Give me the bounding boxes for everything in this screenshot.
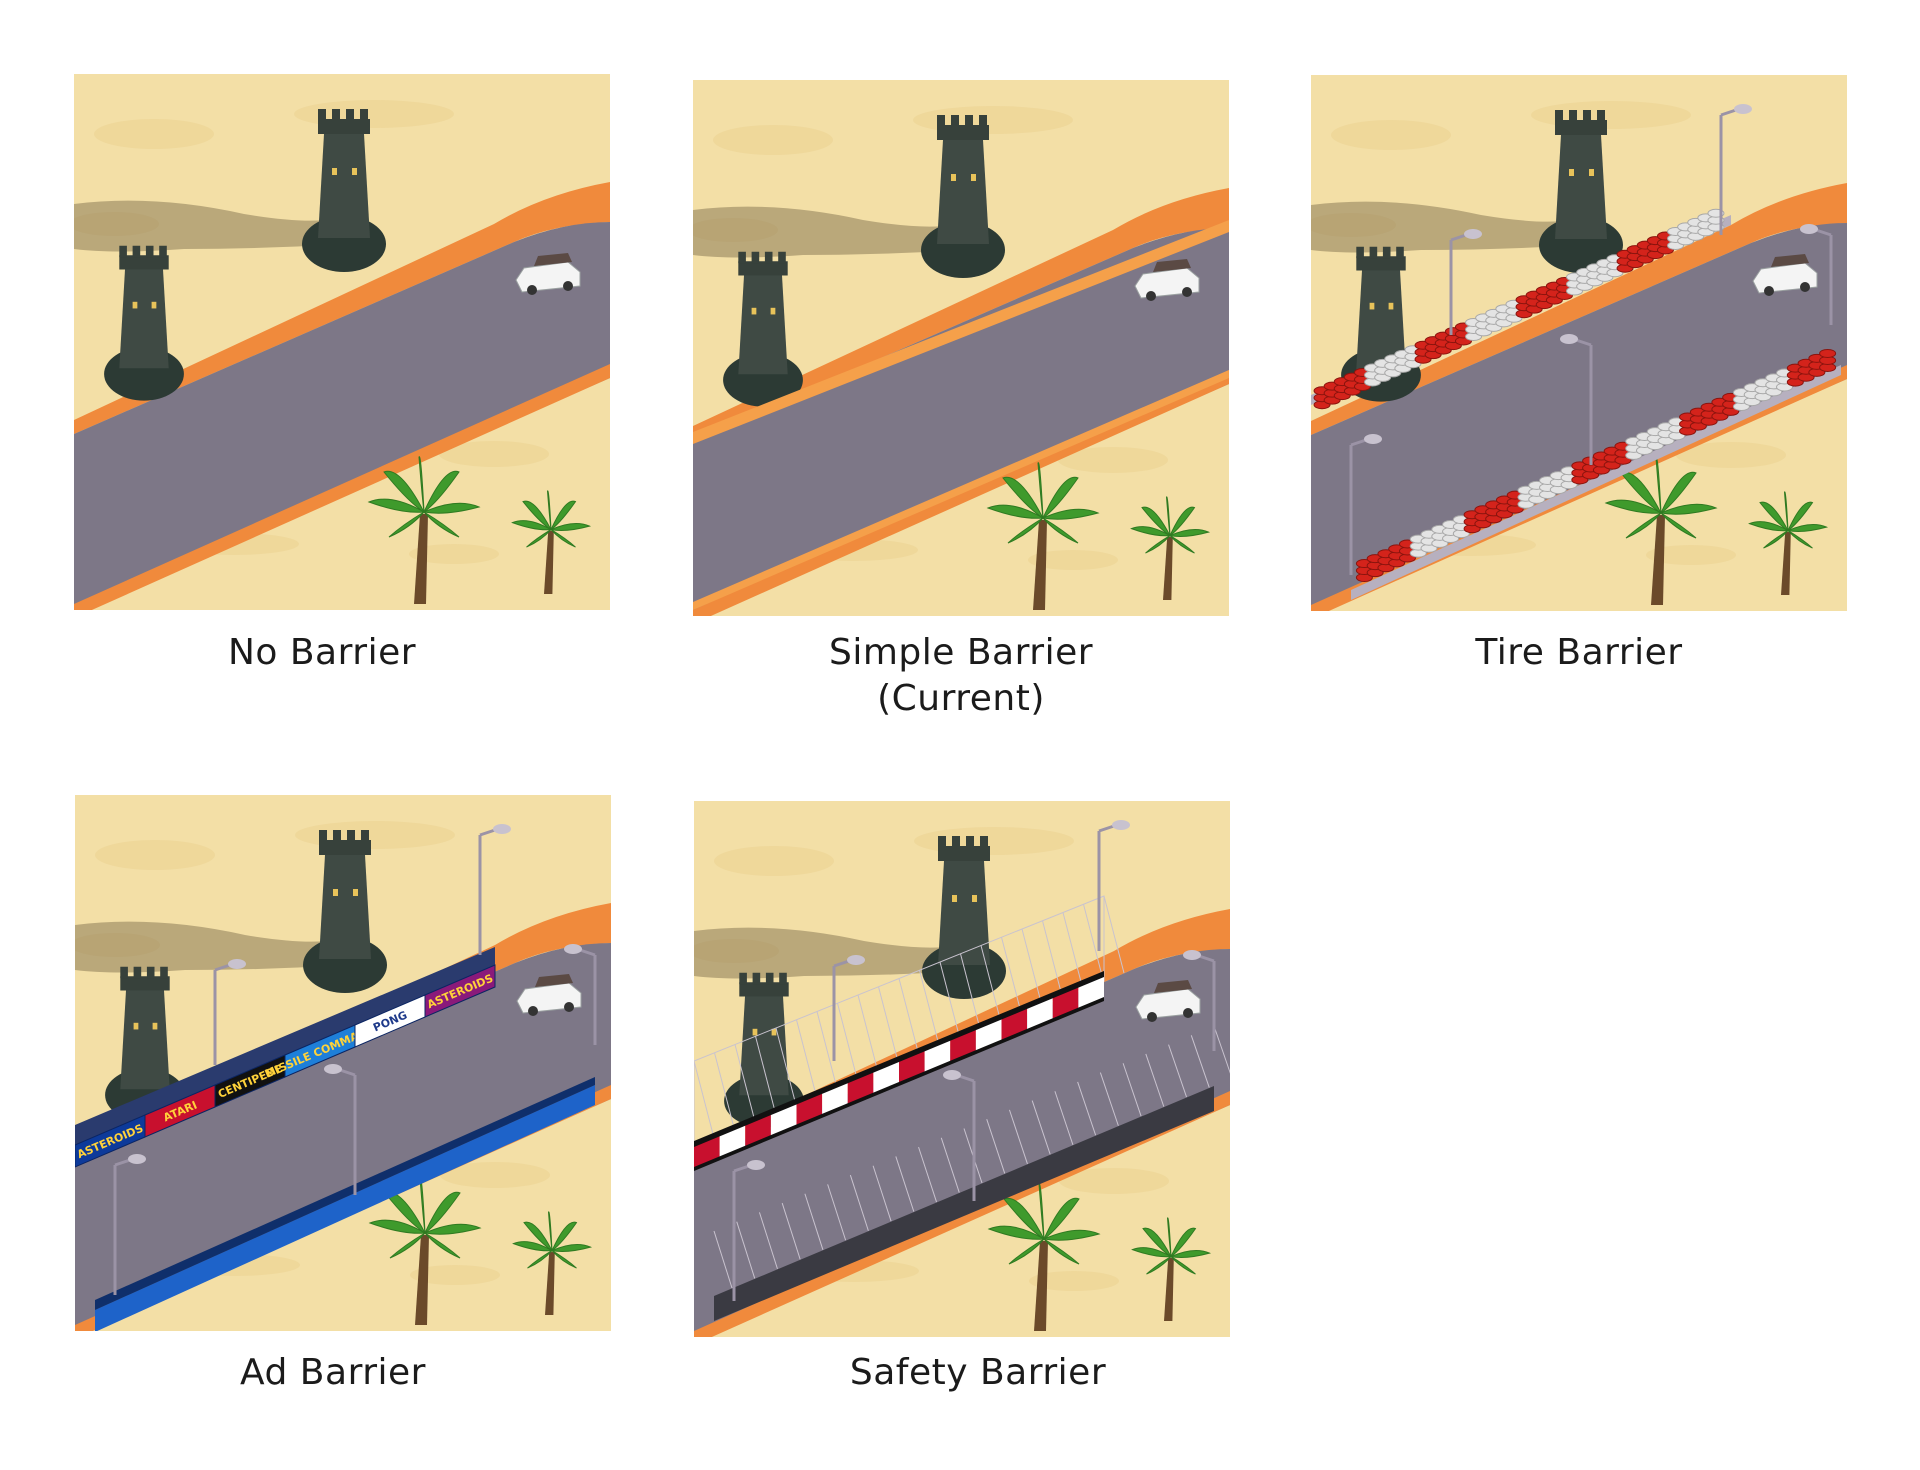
caption-no-barrier: No Barrier [54,630,590,676]
tire-barrier [1311,104,1841,600]
caption-tire-barrier: Tire Barrier [1311,630,1847,676]
street-lamp-icon [832,955,865,1061]
palm-tree-icon [987,1183,1101,1331]
palm-tree-icon [1131,1217,1212,1321]
safety-barrier [694,820,1230,1321]
car-icon [1134,259,1200,301]
street-lamp-icon [1560,334,1593,465]
palm-tree-icon [1130,496,1211,600]
street-lamp-icon [113,1154,146,1295]
caption-safety-barrier: Safety Barrier [710,1350,1246,1396]
caption-ad-barrier: Ad Barrier [65,1350,601,1396]
street-lamp-icon [732,1160,765,1301]
street-lamp-icon [1719,104,1752,235]
palm-tree-icon [512,1211,593,1315]
car-icon [1752,254,1818,296]
caption-simple-barrier: Simple Barrier (Current) [693,630,1229,722]
palm-tree-icon [367,456,481,604]
caption-label: No Barrier [227,632,417,673]
car-icon [1135,980,1201,1022]
scene-safety-barrier [694,801,1230,1337]
street-lamp-icon [324,1064,357,1195]
scene-no-barrier [74,74,610,610]
water-tower-icon [1539,110,1623,273]
car-icon [515,253,581,295]
water-tower-icon [723,251,803,407]
water-tower-icon [922,836,1006,999]
scene-tire-barrier [1311,75,1847,611]
simple-barrier [693,220,1229,610]
caption-label: Tire Barrier [1475,632,1683,673]
caption-label: Ad Barrier [240,1352,426,1393]
water-tower-icon [302,109,386,272]
street-lamp-icon [478,824,511,955]
scene-illustration [1311,75,1847,611]
scene-illustration [74,74,610,610]
water-tower-icon [921,115,1005,278]
street-lamp-icon [1097,820,1130,951]
caption-label: Safety Barrier [849,1352,1107,1393]
street-lamp-icon [564,944,597,1045]
palm-tree-icon [511,490,592,594]
caption-sublabel: (Current) [877,678,1045,719]
water-tower-icon [104,245,184,401]
palm-tree-icon [986,462,1100,610]
caption-label: Simple Barrier [828,632,1094,673]
car-icon [516,974,582,1016]
palm-tree-icon [1748,491,1829,595]
street-lamp-icon [1800,224,1833,325]
street-lamp-icon [943,1070,976,1201]
palm-tree-icon [368,1177,482,1325]
scene-simple-barrier [693,80,1229,616]
street-lamp-icon [213,959,246,1065]
water-tower-icon [303,830,387,993]
scene-illustration [694,801,1230,1337]
street-lamp-icon [1349,434,1382,575]
street-lamp-icon [1449,229,1482,335]
palm-tree-icon [1604,457,1718,605]
race-road [74,182,610,610]
street-lamp-icon [1183,950,1216,1051]
scene-illustration [693,80,1229,616]
